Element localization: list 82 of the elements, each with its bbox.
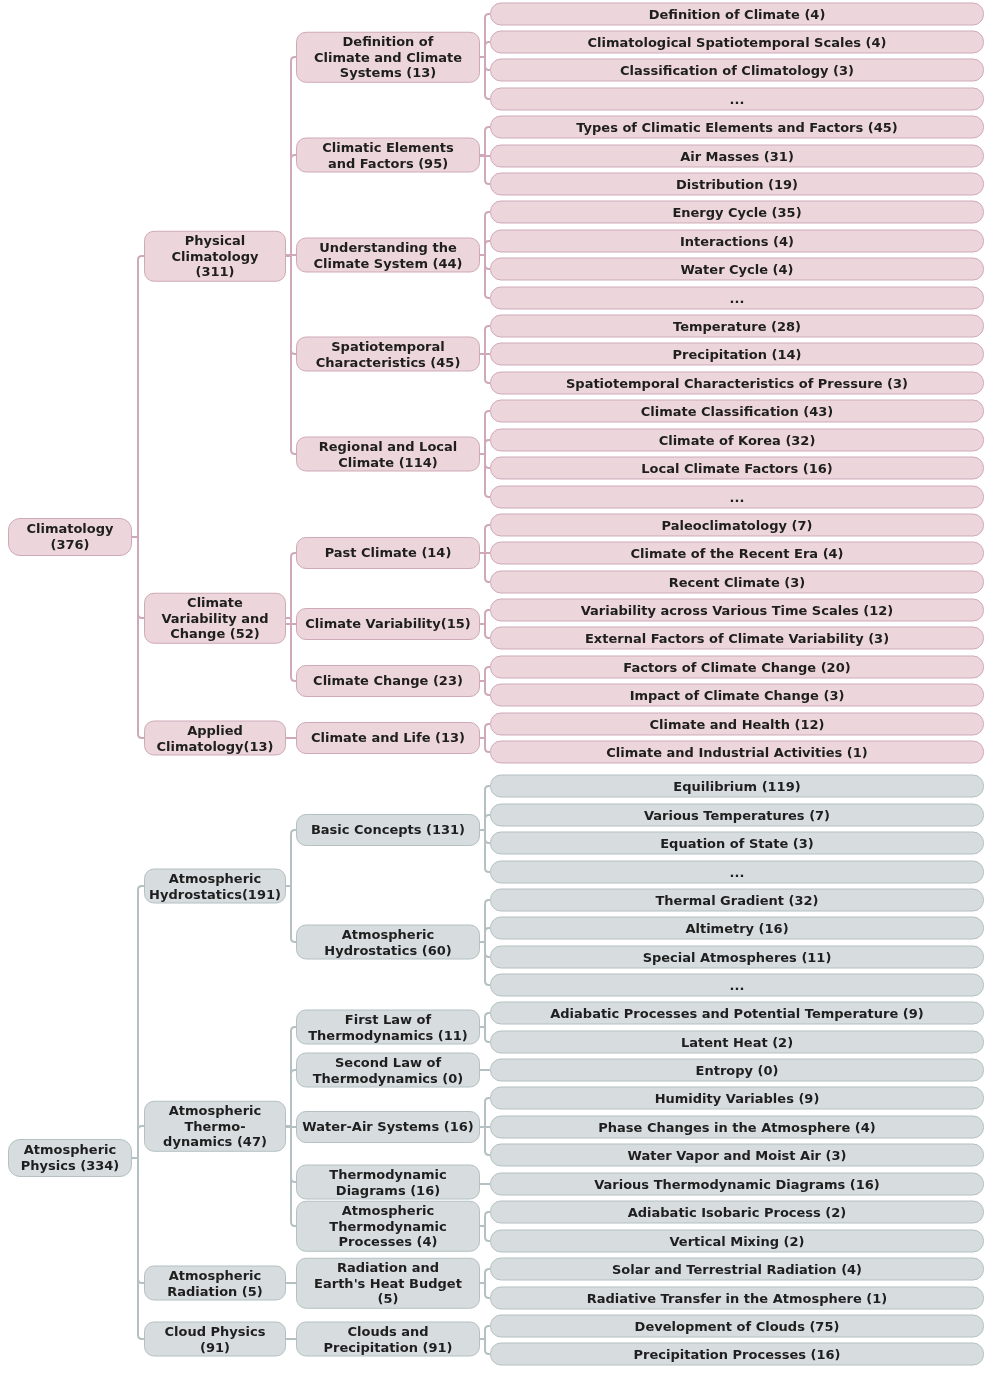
leaf-topic-box: Energy Cycle (35) [490,200,984,224]
subtopic-box: Clouds and Precipitation (91) [296,1321,480,1357]
subtopic-box: Understanding the Climate System (44) [296,237,480,273]
leaf-topic-box: Adiabatic Processes and Potential Temperature (9) [490,1001,984,1025]
leaf-topic-box: Interactions (4) [490,229,984,253]
leaf-topic-box: Climate of Korea (32) [490,428,984,452]
topic-box: Atmospheric Thermo-dynamics (47) [144,1100,286,1152]
leaf-topic-box: Phase Changes in the Atmosphere (4) [490,1115,984,1139]
topic-box: Atmospheric Radiation (5) [144,1265,286,1301]
leaf-topic-box: Types of Climatic Elements and Factors (45) [490,115,984,139]
leaf-topic-box: Climatological Spatiotemporal Scales (4) [490,30,984,54]
leaf-topic-box: Paleoclimatology (7) [490,513,984,537]
leaf-topic-box: Humidity Variables (9) [490,1086,984,1110]
leaf-topic-box: Altimetry (16) [490,916,984,940]
topic-box: Climate Variability and Change (52) [144,592,286,644]
leaf-topic-box: Equilibrium (119) [490,774,984,798]
leaf-topic-box: Climate of the Recent Era (4) [490,541,984,565]
connector-line [479,1069,491,1071]
leaf-topic-box: Air Masses (31) [490,144,984,168]
leaf-topic-box: Spatiotemporal Characteristics of Pressure (3) [490,371,984,395]
topic-box: Applied Climatology(13) [144,720,286,756]
leaf-topic-box: Recent Climate (3) [490,570,984,594]
leaf-topic-box: Classification of Climatology (3) [490,58,984,82]
leaf-topic-box: Factors of Climate Change (20) [490,655,984,679]
leaf-topic-box: Vertical Mixing (2) [490,1229,984,1253]
topic-box: Atmospheric Hydrostatics(191) [144,868,286,904]
leaf-topic-box: External Factors of Climate Variability (3) [490,626,984,650]
subtopic-box: Atmospheric Thermodynamic Processes (4) [296,1200,480,1252]
subtopic-box: Water-Air Systems (16) [296,1111,480,1143]
leaf-topic-box: Climate and Industrial Activities (1) [490,740,984,764]
leaf-topic-box: Thermal Gradient (32) [490,888,984,912]
subtopic-box: Climate Change (23) [296,665,480,697]
connector-line [131,536,145,739]
subtopic-box: Atmospheric Hydrostatics (60) [296,924,480,960]
subtopic-box: Climate Variability(15) [296,608,480,640]
leaf-topic-box: ... [490,286,984,310]
connector-line [479,1183,491,1185]
subtopic-box: Regional and Local Climate (114) [296,436,480,472]
subtopic-box: Spatiotemporal Characteristics (45) [296,336,480,372]
connector-line [285,1282,297,1284]
leaf-topic-box: Radiative Transfer in the Atmosphere (1) [490,1286,984,1310]
leaf-topic-box: Special Atmospheres (11) [490,945,984,969]
subtopic-box: First Law of Thermodynamics (11) [296,1009,480,1045]
subtopic-box: Second Law of Thermodynamics (0) [296,1052,480,1088]
leaf-topic-box: Temperature (28) [490,314,984,338]
leaf-topic-box: Climate Classification (43) [490,399,984,423]
leaf-topic-box: Precipitation Processes (16) [490,1342,984,1366]
leaf-topic-box: Various Temperatures (7) [490,803,984,827]
leaf-topic-box: Latent Heat (2) [490,1030,984,1054]
root-topic-box: Climatology (376) [8,518,132,556]
leaf-topic-box: Water Vapor and Moist Air (3) [490,1143,984,1167]
leaf-topic-box: Impact of Climate Change (3) [490,683,984,707]
topic-box: Physical Climatology (311) [144,230,286,282]
connector-line [285,1338,297,1340]
leaf-topic-box: Solar and Terrestrial Radiation (4) [490,1257,984,1281]
leaf-topic-box: Entropy (0) [490,1058,984,1082]
subtopic-box: Definition of Climate and Climate Systems (13) [296,31,480,83]
leaf-topic-box: Equation of State (3) [490,831,984,855]
subtopic-box: Thermodynamic Diagrams (16) [296,1164,480,1200]
leaf-topic-box: Development of Clouds (75) [490,1314,984,1338]
leaf-topic-box: Climate and Health (12) [490,712,984,736]
subtopic-box: Climate and Life (13) [296,722,480,754]
subtopic-box: Basic Concepts (131) [296,814,480,846]
leaf-topic-box: Water Cycle (4) [490,257,984,281]
subtopic-box: Climatic Elements and Factors (95) [296,137,480,173]
connector-line [131,1157,145,1340]
leaf-topic-box: ... [490,973,984,997]
leaf-topic-box: Local Climate Factors (16) [490,456,984,480]
root-topic-box: Atmospheric Physics (334) [8,1139,132,1177]
topic-box: Cloud Physics (91) [144,1321,286,1357]
subtopic-box: Radiation and Earth's Heat Budget (5) [296,1257,480,1309]
leaf-topic-box: Adiabatic Isobaric Process (2) [490,1200,984,1224]
leaf-topic-box: Definition of Climate (4) [490,2,984,26]
leaf-topic-box: ... [490,87,984,111]
leaf-topic-box: ... [490,485,984,509]
connector-line [285,737,297,739]
subtopic-box: Past Climate (14) [296,537,480,569]
leaf-topic-box: Variability across Various Time Scales (12) [490,598,984,622]
leaf-topic-box: Various Thermodynamic Diagrams (16) [490,1172,984,1196]
leaf-topic-box: Distribution (19) [490,172,984,196]
leaf-topic-box: ... [490,860,984,884]
leaf-topic-box: Precipitation (14) [490,342,984,366]
